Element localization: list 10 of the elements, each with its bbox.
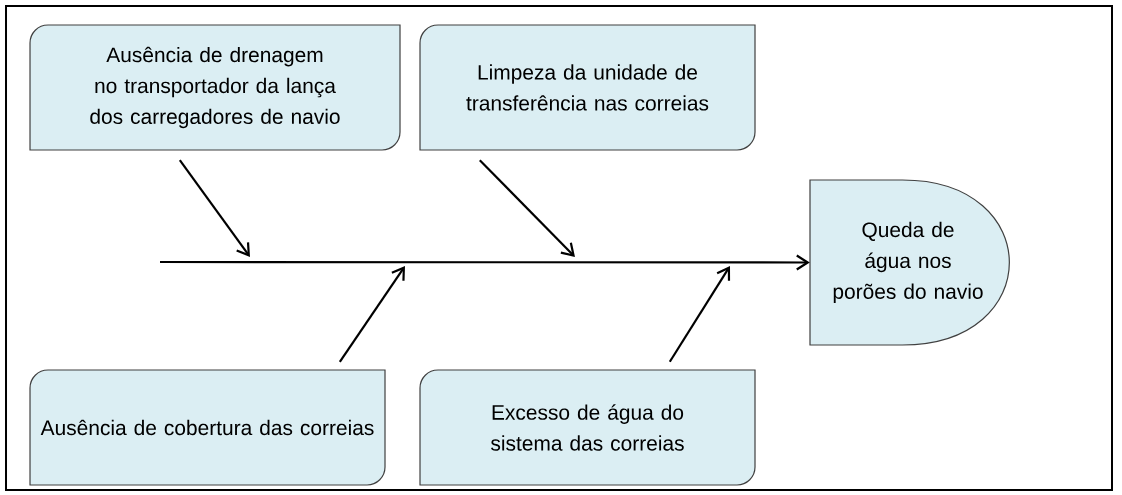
effect-box: Queda de água nos porões do navio xyxy=(809,179,1010,346)
cause-box: Ausência de cobertura das correias xyxy=(29,369,386,486)
arrow xyxy=(479,159,575,257)
arrow xyxy=(178,159,250,257)
cause-box: Excesso de água do sistema das correias xyxy=(419,369,756,486)
cause-box: Ausência de drenagem no transportador da lança dos carregadores de navio xyxy=(29,24,401,151)
arrow xyxy=(668,266,731,363)
arrow xyxy=(338,266,405,363)
arrow xyxy=(160,254,810,271)
cause-box: Limpeza da unidade de transferência nas correias xyxy=(419,24,756,151)
